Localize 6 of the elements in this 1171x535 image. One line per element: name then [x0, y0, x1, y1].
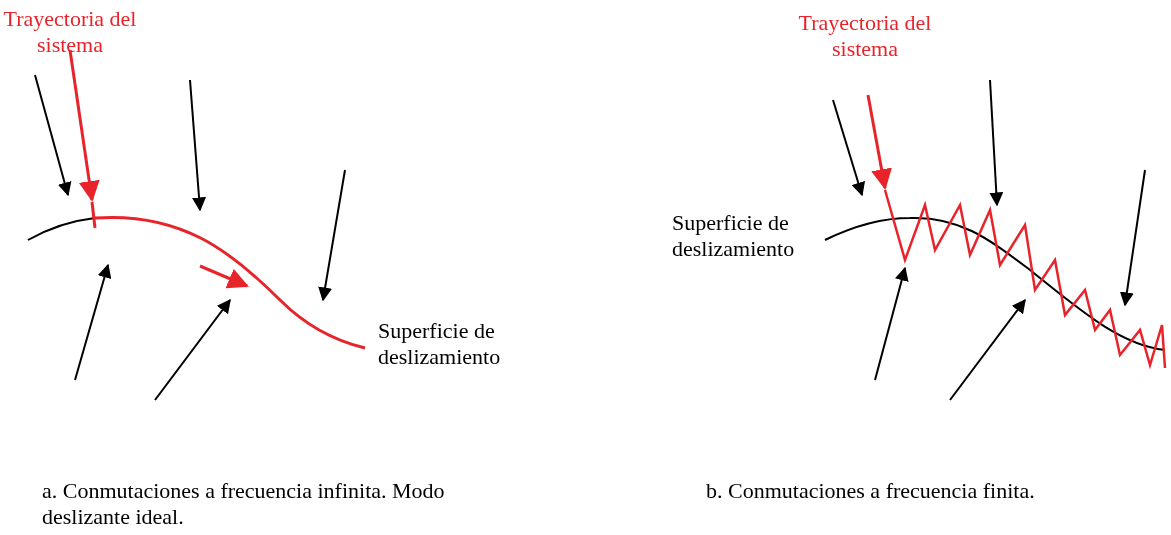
trajectory-label: Trayectoria del sistema — [797, 10, 933, 62]
caption-text: a. Conmutaciones a frecuencia infinita. Modo deslizante ideal. — [42, 478, 446, 530]
caption-text: b. Conmutaciones a frecuencia finita. — [706, 478, 1036, 504]
surface-label: Superficie de deslizamiento — [378, 318, 502, 370]
surface-label: Superficie de deslizamiento — [672, 210, 796, 262]
trajectory-label: Trayectoria del sistema — [2, 6, 138, 58]
